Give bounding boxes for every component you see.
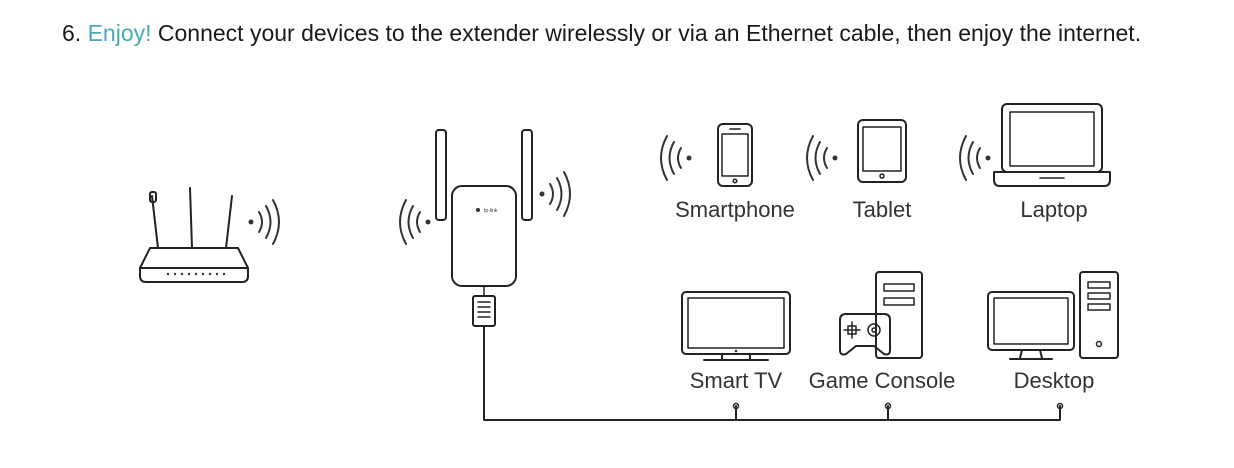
tablet-wifi-icon (806, 135, 838, 181)
router-wifi-icon (248, 199, 280, 245)
desktop-icon (987, 271, 1119, 360)
device-label-smartphone: Smartphone (675, 197, 795, 222)
tablet-icon (857, 119, 907, 183)
device-label-smart-tv: Smart TV (690, 368, 783, 393)
device-label-tablet: Tablet (853, 197, 912, 222)
step-text: Connect your devices to the extender wir… (157, 20, 1142, 46)
smartphone-wifi-icon (660, 135, 692, 181)
laptop-icon (993, 103, 1111, 187)
extender-brand-label: tp-link (484, 208, 498, 214)
device-label-desktop: Desktop (1014, 368, 1095, 393)
extender-wifi-left-icon (399, 199, 431, 245)
step-instruction: 6. Enjoy! Connect your devices to the ex… (62, 14, 1182, 52)
tv-icon (681, 291, 791, 361)
router-icon (139, 187, 249, 283)
range-extender-icon: tp-link (435, 129, 533, 327)
game-console-icon (839, 271, 923, 359)
extender-wifi-right-icon (539, 171, 571, 217)
step-number: 6. (62, 20, 82, 46)
step-highlight: Enjoy! (87, 20, 152, 46)
device-label-game-console: Game Console (809, 368, 956, 393)
smartphone-icon (717, 123, 753, 187)
laptop-wifi-icon (959, 135, 991, 181)
device-label-laptop: Laptop (1020, 197, 1087, 222)
